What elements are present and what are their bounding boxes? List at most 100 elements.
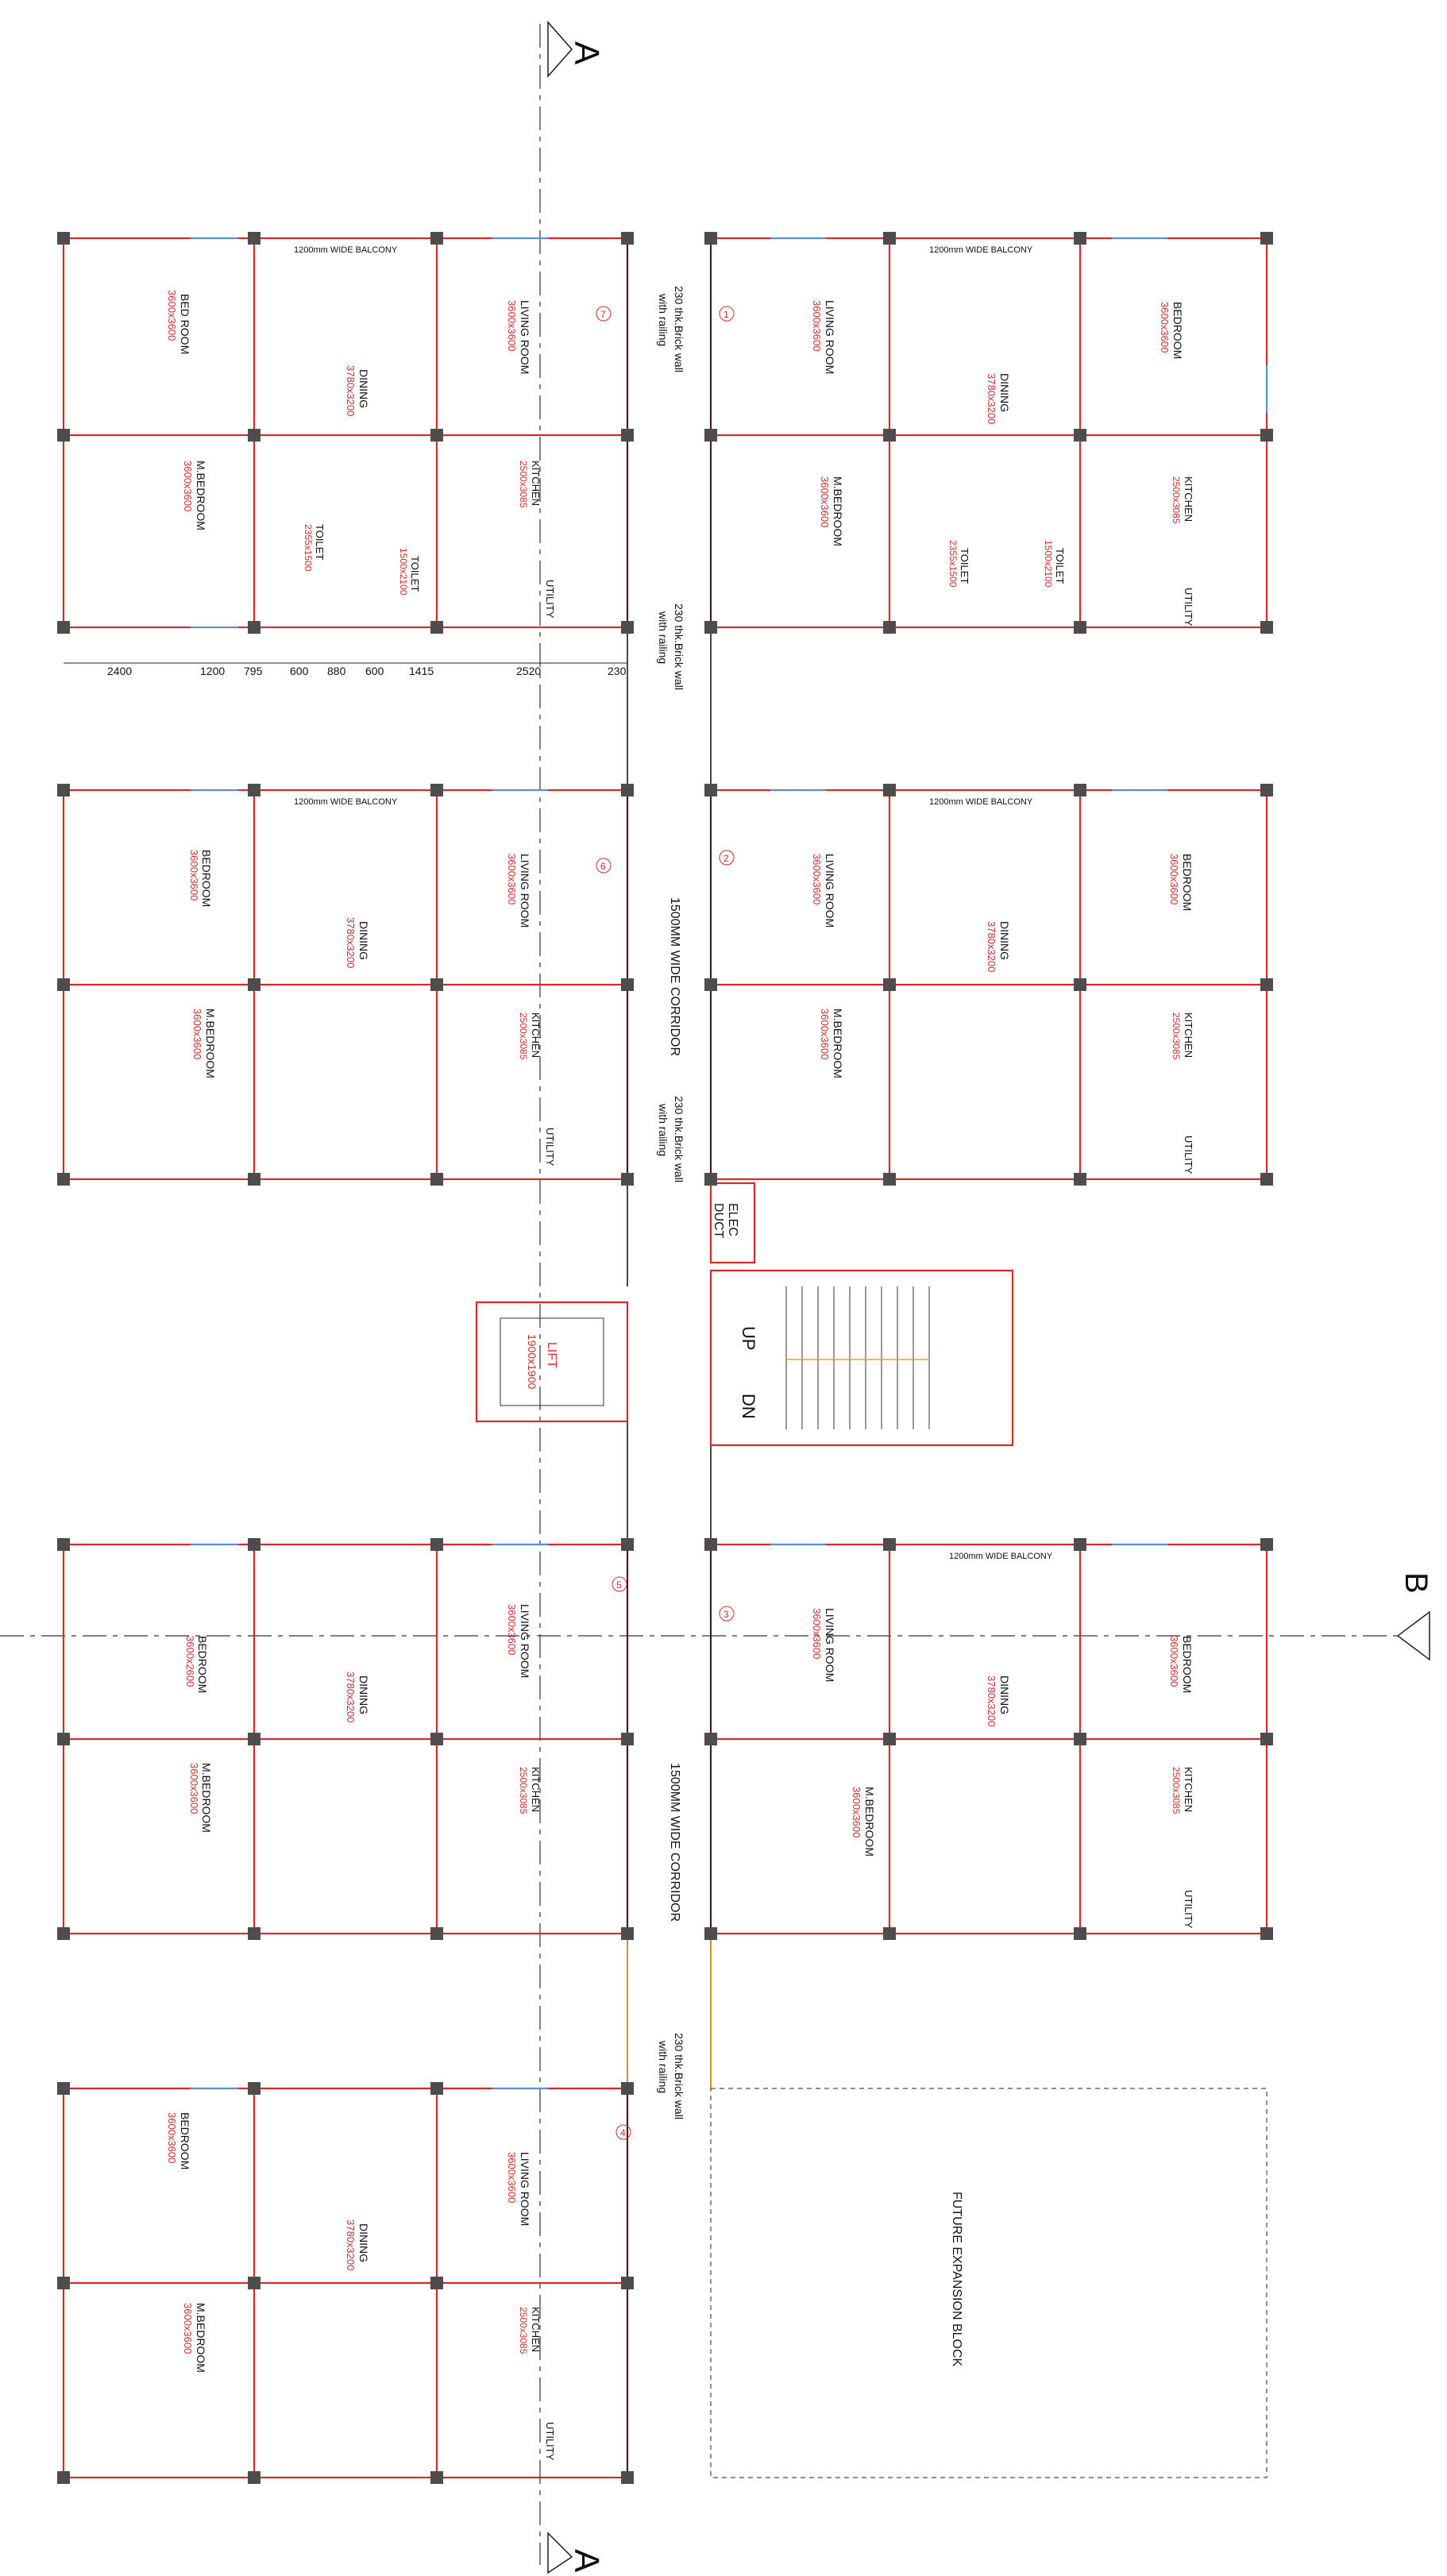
svg-text:2500x3085: 2500x3085 bbox=[518, 2307, 529, 2354]
balcony-label-1: 1200mm WIDE BALCONY bbox=[294, 245, 398, 255]
svg-text:3: 3 bbox=[724, 1609, 729, 1620]
column bbox=[621, 784, 634, 796]
balcony-label-3: 1200mm WIDE BALCONY bbox=[294, 797, 398, 807]
room-labels-unit-2: BEDROOM 3600x3600 M.BEDROOM 3600x3600 LI… bbox=[811, 854, 1194, 1174]
column bbox=[1074, 784, 1086, 796]
stair-dn: DN bbox=[739, 1394, 758, 1419]
column bbox=[883, 232, 896, 245]
elec-duct: ELEC DUCT bbox=[709, 1182, 756, 1264]
svg-text:LIVING ROOM: LIVING ROOM bbox=[519, 854, 531, 927]
svg-text:KITCHEN: KITCHEN bbox=[1183, 1767, 1194, 1812]
unit-6 bbox=[62, 789, 629, 1181]
lift-size: 1900x1900 bbox=[526, 1334, 538, 1390]
column bbox=[248, 1733, 260, 1745]
svg-text:3600x3600: 3600x3600 bbox=[811, 1608, 823, 1659]
column bbox=[248, 1173, 260, 1186]
column bbox=[621, 621, 634, 634]
svg-text:3600x3600: 3600x3600 bbox=[188, 1763, 200, 1814]
svg-text:3600x3600: 3600x3600 bbox=[188, 850, 200, 900]
column bbox=[1260, 784, 1273, 796]
svg-text:FUTURE EXPANSION BLOCK: FUTURE EXPANSION BLOCK bbox=[950, 2192, 963, 2367]
column bbox=[883, 429, 896, 442]
svg-text:UTILITY: UTILITY bbox=[1183, 588, 1194, 627]
room-labels-unit-7: BED ROOM 3600x3600 M.BEDROOM 3600x3600 L… bbox=[166, 290, 556, 619]
column bbox=[1260, 429, 1273, 442]
svg-text:2400: 2400 bbox=[107, 665, 132, 677]
column bbox=[57, 621, 70, 634]
column bbox=[883, 621, 896, 634]
column bbox=[430, 2082, 443, 2095]
column bbox=[1074, 429, 1086, 442]
column bbox=[1074, 1733, 1086, 1745]
column bbox=[621, 1733, 634, 1745]
unit-number-6: 6 bbox=[596, 858, 612, 873]
svg-text:880: 880 bbox=[327, 665, 346, 677]
column bbox=[1074, 1173, 1086, 1186]
stair-up: UP bbox=[739, 1326, 758, 1351]
svg-text:3600x2600: 3600x2600 bbox=[184, 1636, 196, 1687]
svg-text:UTILITY: UTILITY bbox=[544, 2422, 556, 2461]
column bbox=[621, 1927, 634, 1940]
column bbox=[704, 232, 717, 245]
corridor-label-1: 1500MM WIDE CORRIDOR bbox=[668, 897, 681, 1056]
svg-text:KITCHEN: KITCHEN bbox=[530, 1012, 542, 1058]
svg-text:BEDROOM: BEDROOM bbox=[1171, 302, 1184, 359]
svg-text:795: 795 bbox=[244, 665, 263, 677]
column bbox=[883, 784, 896, 796]
column bbox=[621, 978, 634, 991]
svg-text:3600x3600: 3600x3600 bbox=[182, 2303, 194, 2354]
brick-wall-note-2a: 230 thk.Brick wall bbox=[673, 604, 685, 690]
svg-text:7: 7 bbox=[600, 309, 606, 320]
column bbox=[621, 429, 634, 442]
svg-text:3600x3600: 3600x3600 bbox=[811, 300, 823, 351]
svg-text:KITCHEN: KITCHEN bbox=[1183, 476, 1194, 522]
svg-text:M.BEDROOM: M.BEDROOM bbox=[863, 1787, 876, 1857]
svg-text:M.BEDROOM: M.BEDROOM bbox=[204, 1008, 217, 1078]
svg-text:3600x3600: 3600x3600 bbox=[191, 1008, 203, 1059]
svg-text:BEDROOM: BEDROOM bbox=[196, 1636, 209, 1693]
lift: LIFT 1900x1900 bbox=[475, 1301, 629, 1423]
bottom-dimension-string: 2400 1200 795 600 880 600 1415 2520 230 bbox=[64, 662, 627, 677]
svg-text:UTILITY: UTILITY bbox=[1183, 1136, 1194, 1174]
room-labels-unit-3: BEDROOM 3600x3600 M.BEDROOM 3600x3600 LI… bbox=[811, 1608, 1194, 1929]
svg-text:LIVING ROOM: LIVING ROOM bbox=[824, 854, 836, 927]
unit-number-2: 2 bbox=[719, 850, 735, 866]
section-marker-top: A bbox=[547, 21, 606, 78]
balcony-label-2: 1200mm WIDE BALCONY bbox=[929, 245, 1033, 255]
column bbox=[248, 784, 260, 796]
svg-text:DINING: DINING bbox=[357, 1676, 370, 1714]
svg-text:1: 1 bbox=[724, 309, 729, 320]
brick-wall-note-3b: with railing bbox=[657, 1103, 669, 1156]
column bbox=[57, 784, 70, 796]
column bbox=[883, 1927, 896, 1940]
column bbox=[57, 429, 70, 442]
svg-text:BEDROOM: BEDROOM bbox=[1181, 1636, 1194, 1693]
svg-text:2500x3085: 2500x3085 bbox=[518, 1012, 529, 1060]
svg-text:UTILITY: UTILITY bbox=[1183, 1890, 1194, 1929]
svg-text:M.BEDROOM: M.BEDROOM bbox=[832, 476, 844, 546]
column bbox=[430, 1733, 443, 1745]
column bbox=[248, 429, 260, 442]
unit-4 bbox=[62, 2087, 629, 2479]
column bbox=[704, 978, 717, 991]
svg-text:3780x3200: 3780x3200 bbox=[345, 917, 357, 968]
svg-text:3600x3600: 3600x3600 bbox=[819, 1008, 831, 1059]
column bbox=[57, 2082, 70, 2095]
balcony-label-4: 1200mm WIDE BALCONY bbox=[929, 797, 1033, 807]
unit-5 bbox=[62, 1543, 629, 1935]
svg-text:2500x3085: 2500x3085 bbox=[1171, 476, 1182, 524]
svg-text:M.BEDROOM: M.BEDROOM bbox=[195, 2303, 207, 2373]
svg-text:4: 4 bbox=[620, 2127, 626, 2138]
column bbox=[430, 429, 443, 442]
svg-text:KITCHEN: KITCHEN bbox=[1183, 1012, 1194, 1058]
column bbox=[57, 1733, 70, 1745]
svg-text:KITCHEN: KITCHEN bbox=[530, 1767, 542, 1812]
column bbox=[704, 1538, 717, 1551]
svg-text:5: 5 bbox=[616, 1579, 622, 1591]
svg-text:DINING: DINING bbox=[998, 921, 1011, 960]
columns bbox=[57, 232, 1273, 2484]
svg-text:3600x3600: 3600x3600 bbox=[1159, 302, 1171, 353]
column bbox=[704, 1173, 717, 1186]
svg-text:3600x3600: 3600x3600 bbox=[811, 854, 823, 904]
